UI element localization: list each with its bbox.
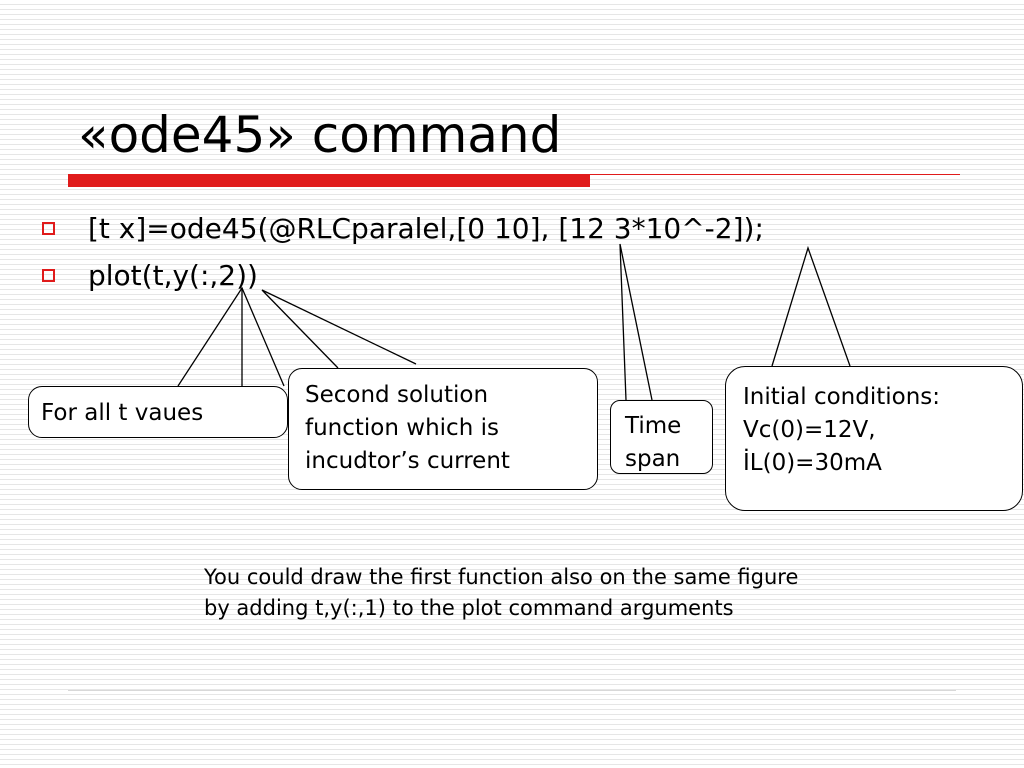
callout-text-line: Second solution xyxy=(305,382,489,408)
pointer-all-t xyxy=(177,286,285,387)
callout-time-span: Time span xyxy=(610,400,713,474)
callout-text-line: incudtor’s current xyxy=(305,448,510,474)
pointer-second-solution xyxy=(261,289,417,369)
bullet-text: [t x]=ode45(@RLCparalel,[0 10], [12 3*10… xyxy=(88,211,764,245)
callout-text-line: İL(0)=30mA xyxy=(743,450,882,476)
title-underline xyxy=(590,174,960,175)
pointer-time-span xyxy=(619,243,653,401)
callout-text: For all t vaues xyxy=(41,400,204,426)
footnote: You could draw the first function also o… xyxy=(204,562,798,624)
callout-text-line: function which is xyxy=(305,415,499,441)
bullet-item-ode45: [t x]=ode45(@RLCparalel,[0 10], [12 3*10… xyxy=(42,208,764,248)
square-bullet-icon xyxy=(42,221,55,235)
bullet-text: plot(t,y(:,2)) xyxy=(88,258,258,292)
pointer-initial-conditions xyxy=(771,245,851,367)
callout-for-all-t: For all t vaues xyxy=(28,386,288,438)
footnote-line: by adding t,y(:,1) to the plot command a… xyxy=(204,596,734,620)
callout-second-solution: Second solution function which is incudt… xyxy=(288,368,598,490)
footnote-line: You could draw the first function also o… xyxy=(204,565,799,589)
square-bullet-icon xyxy=(42,268,55,282)
callout-text-line: Time xyxy=(625,413,682,439)
footer-divider xyxy=(68,690,956,691)
title-accent-bar xyxy=(68,174,590,187)
callout-text-line: span xyxy=(625,446,681,472)
callout-text-line: Initial conditions: xyxy=(743,384,941,410)
callout-initial-conditions: Initial conditions: Vc(0)=12V, İL(0)=30m… xyxy=(725,366,1023,511)
callout-text-line: Vc(0)=12V, xyxy=(743,417,876,443)
bullet-item-plot: plot(t,y(:,2)) xyxy=(42,255,258,295)
slide-title: «ode45» command xyxy=(78,106,562,164)
